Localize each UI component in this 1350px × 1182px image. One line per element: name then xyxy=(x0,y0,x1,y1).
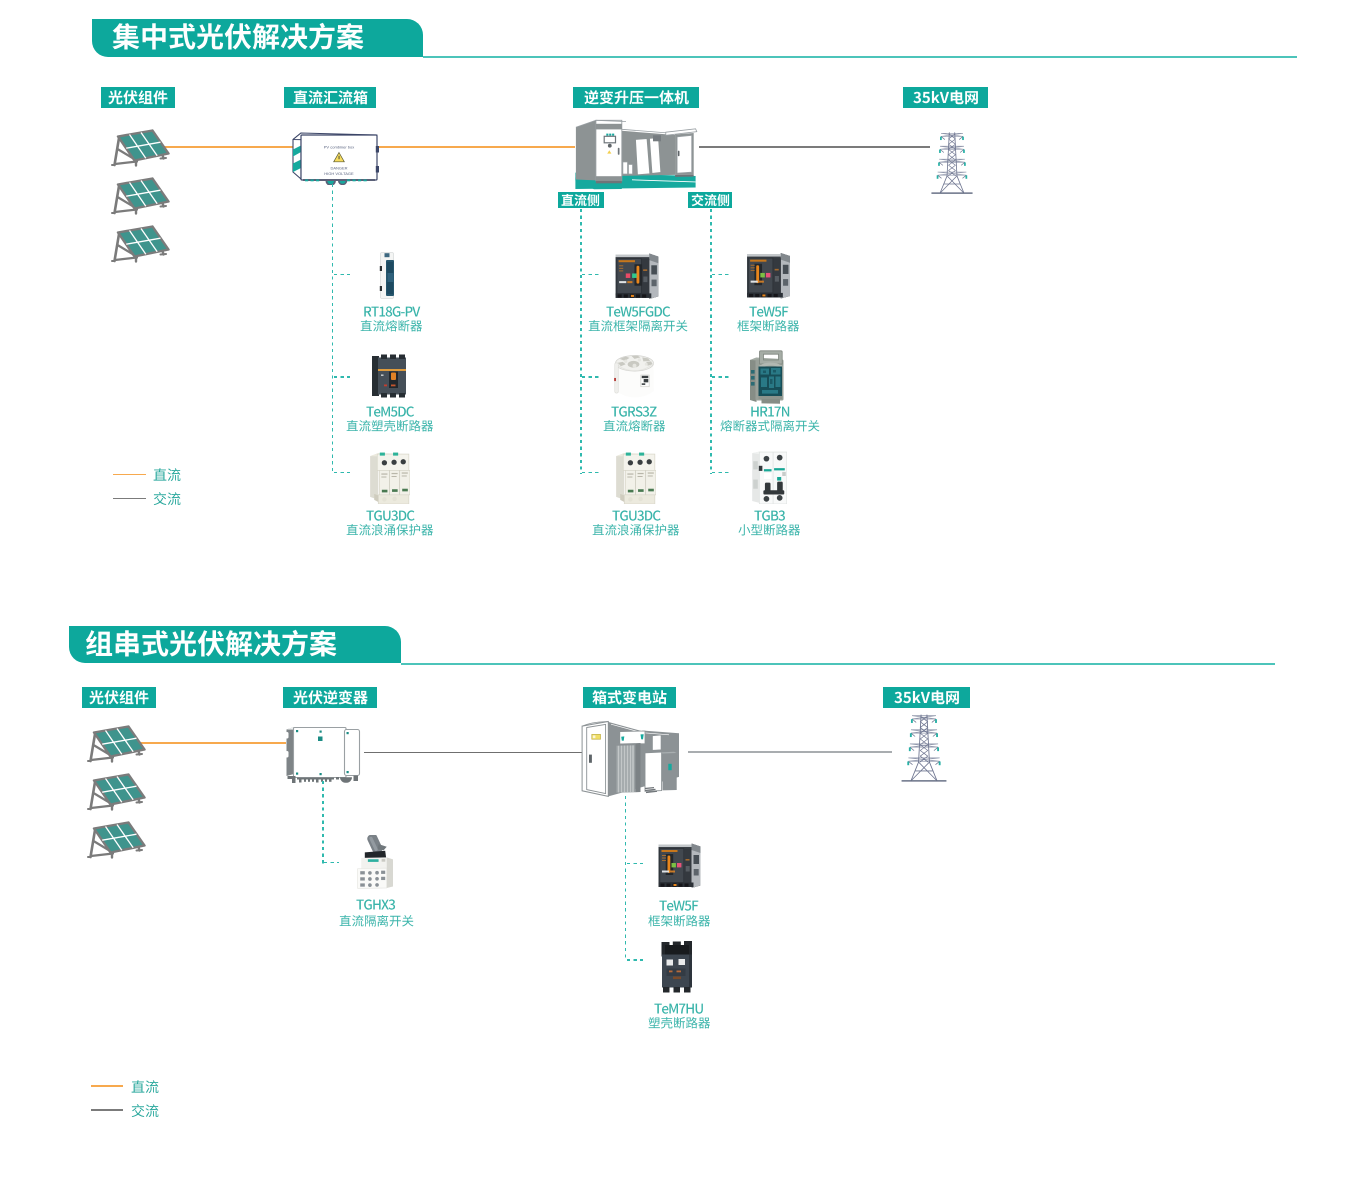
svg-text:HIGH VOLTAGE: HIGH VOLTAGE xyxy=(324,171,354,176)
svg-text:DANGER: DANGER xyxy=(330,166,347,171)
svg-text:PV combiner box: PV combiner box xyxy=(324,145,354,150)
